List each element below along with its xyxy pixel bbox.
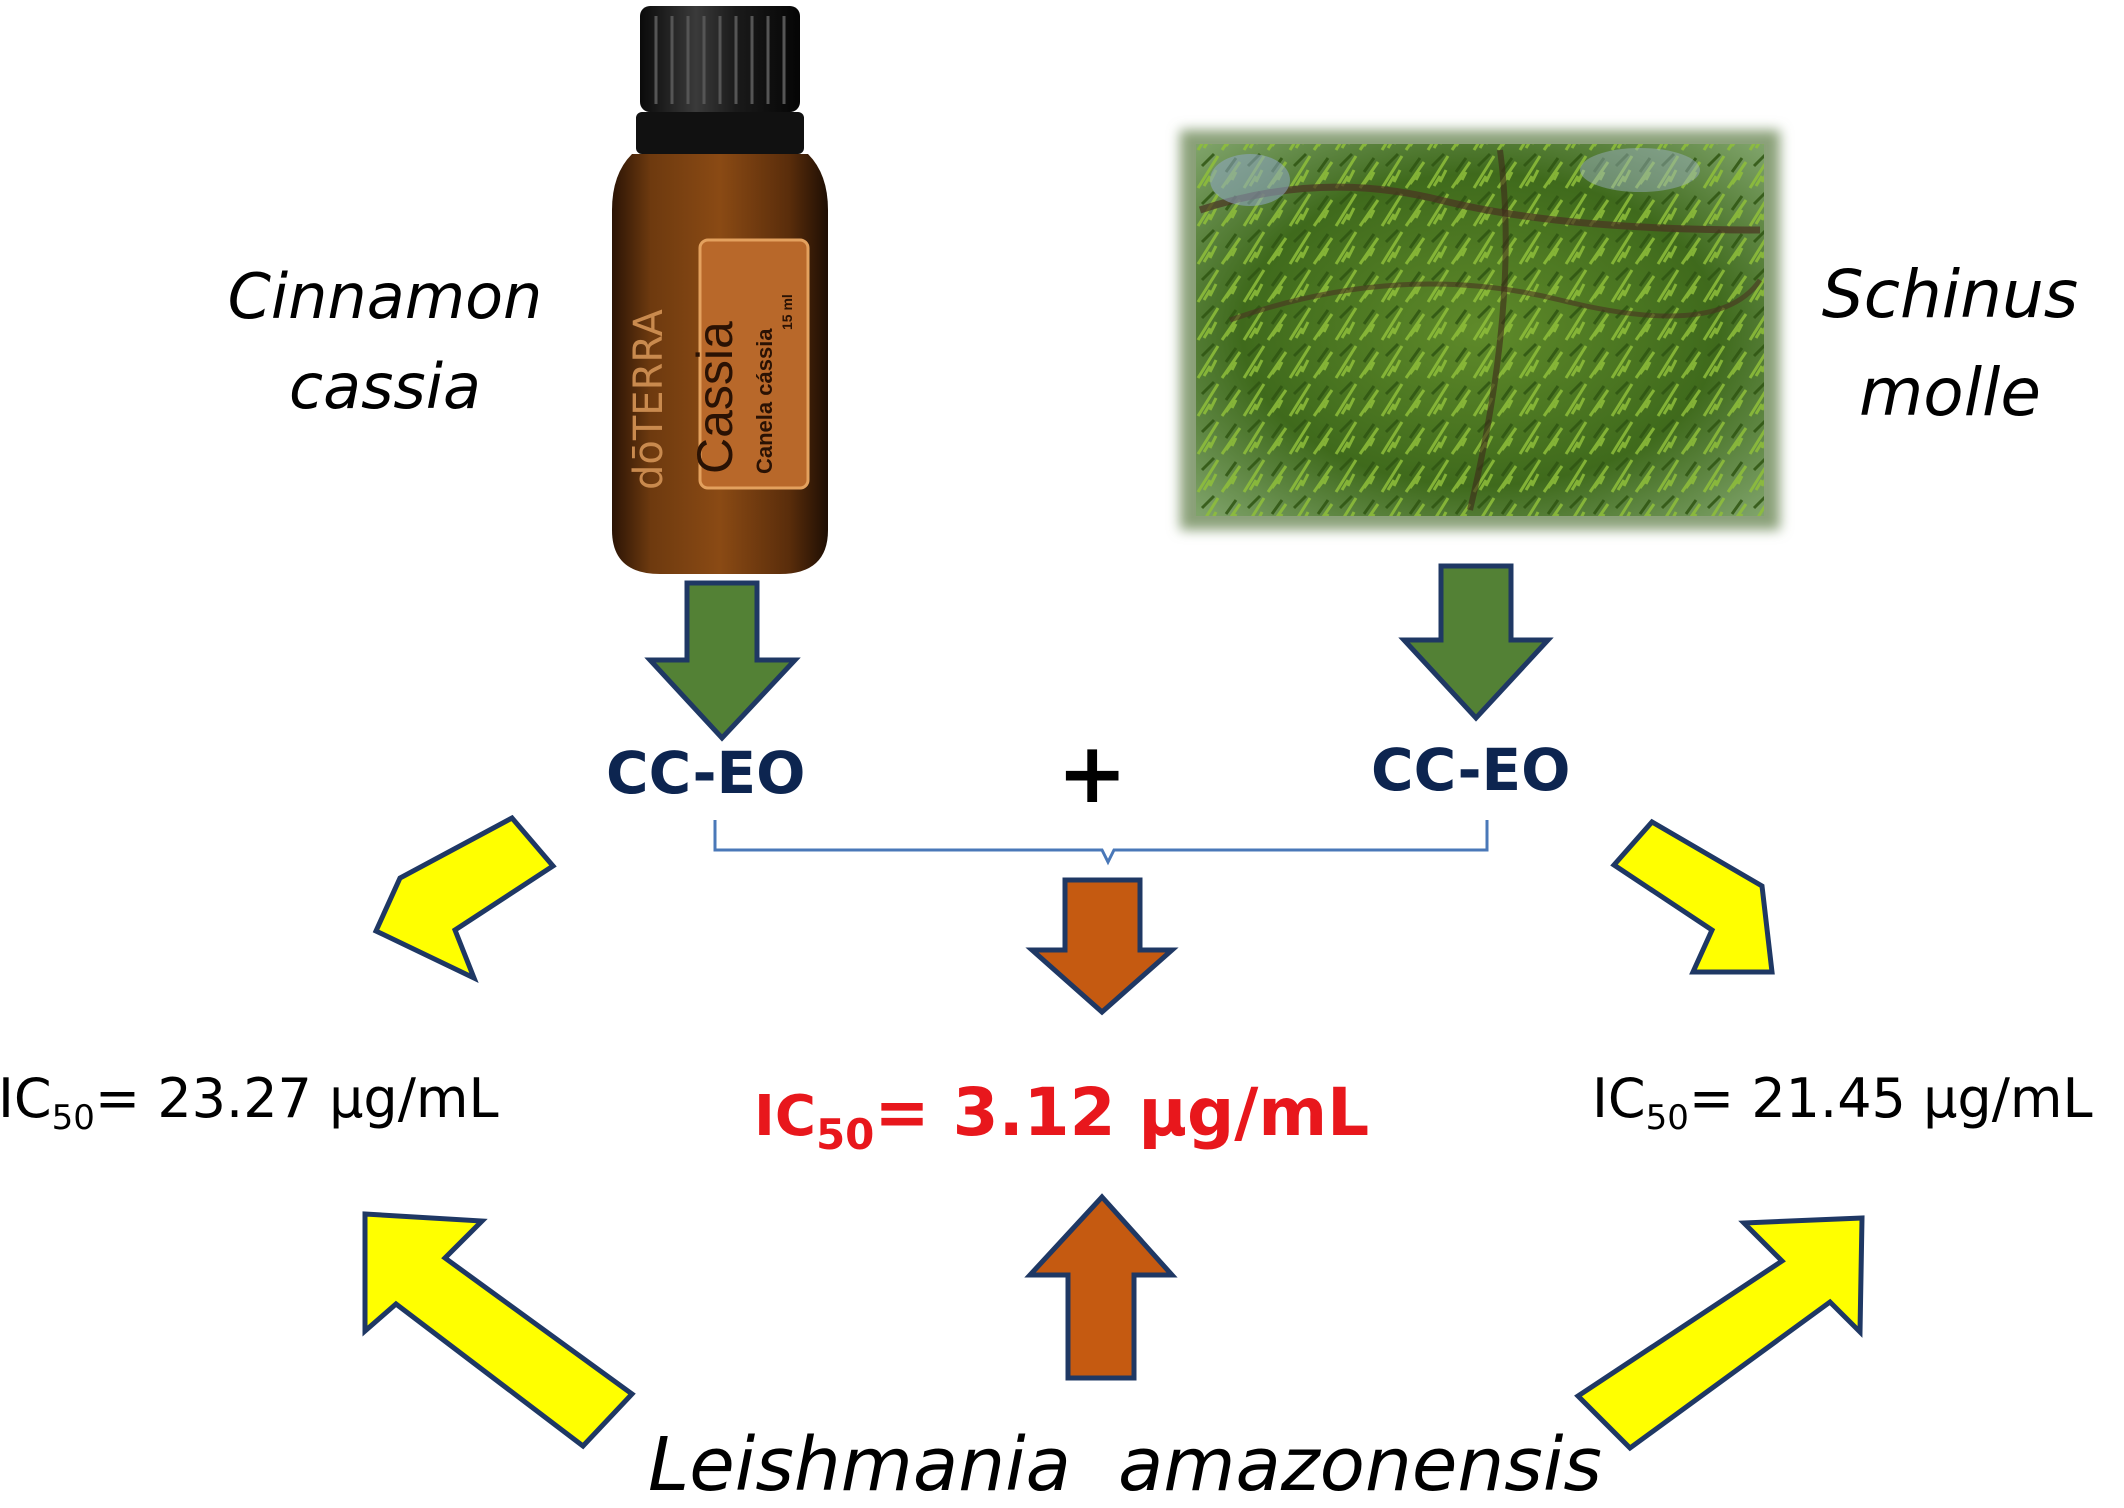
target-organism: Leishmania amazonensis — [648, 1422, 1602, 1508]
bottle-sub: Canela cássia — [752, 328, 777, 474]
ic50-combined-subscript: 50 — [815, 1110, 875, 1159]
extract-left-label: CC-EO — [606, 739, 806, 807]
species-right: Schinus molle — [1800, 246, 2100, 442]
plant-photo — [1180, 130, 1780, 530]
species-right-line1: Schinus — [1821, 256, 2079, 333]
bottle-brand: dōTERRA — [626, 308, 672, 490]
extract-right-label: CC-EO — [1371, 736, 1571, 804]
ic50-right-prefix: IC — [1592, 1067, 1646, 1130]
bottle-label — [700, 240, 808, 488]
ic50-combined-value: = 3.12 µg/mL — [874, 1074, 1370, 1151]
species-left-line2: cassia — [289, 350, 481, 423]
ic50-left-prefix: IC — [0, 1067, 52, 1130]
ic50-left-subscript: 50 — [51, 1098, 95, 1138]
species-left: Cinnamon cassia — [200, 252, 570, 432]
diagonal-arrow-icon — [372, 814, 557, 984]
ic50-left-value: = 23.27 µg/mL — [94, 1067, 499, 1130]
diagonal-arrow-icon — [1574, 1215, 1865, 1452]
species-left-line1: Cinnamon — [227, 260, 543, 333]
bottle-volume: 15 ml — [779, 294, 795, 330]
essential-oil-bottle — [612, 6, 828, 574]
up-arrow-icon — [1024, 1193, 1178, 1381]
down-arrow-icon — [1025, 877, 1179, 1016]
ic50-right-value: = 21.45 µg/mL — [1688, 1067, 2093, 1130]
ic50-combined-prefix: IC — [754, 1084, 816, 1149]
bottle-product: Cassia — [687, 321, 743, 474]
species-right-line2: molle — [1859, 354, 2041, 431]
combine-plus: + — [1057, 724, 1128, 822]
diagonal-arrow-icon — [362, 1211, 636, 1450]
down-arrow-icon — [644, 580, 801, 742]
ic50-right: IC50= 21.45 µg/mL — [1592, 1072, 2093, 1138]
ic50-left: IC50= 23.27 µg/mL — [0, 1072, 499, 1138]
ic50-combined: IC50= 3.12 µg/mL — [754, 1080, 1369, 1156]
combination-bracket — [713, 820, 1489, 866]
diagonal-arrow-icon — [1610, 818, 1775, 975]
ic50-right-subscript: 50 — [1645, 1098, 1689, 1138]
down-arrow-icon — [1398, 563, 1554, 722]
